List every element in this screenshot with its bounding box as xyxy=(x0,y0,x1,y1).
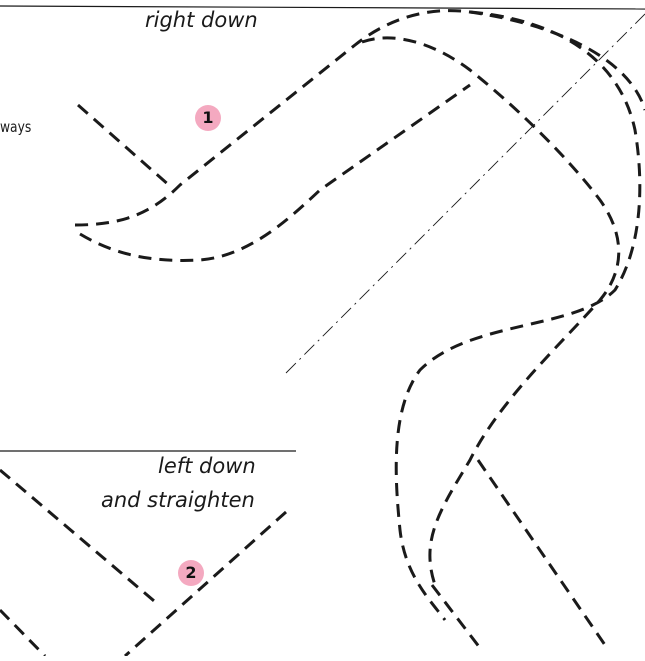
outer-strand-upper xyxy=(74,9,645,227)
left-edge-label: ways xyxy=(0,118,32,136)
lower-strand-b xyxy=(476,459,607,646)
top-rule xyxy=(0,5,645,10)
lower-right-diagonal xyxy=(124,510,287,658)
short-diagonal-stroke xyxy=(77,103,171,188)
top-step-label: right down xyxy=(145,8,258,32)
lower-corner-stroke xyxy=(0,608,47,658)
bottom-step-label-line1: left down xyxy=(158,454,256,478)
inner-arc xyxy=(361,36,621,586)
lower-strand-a xyxy=(430,584,482,649)
lower-left-diagonal xyxy=(0,468,161,608)
fold-guide-line xyxy=(285,13,645,374)
inner-strand-upper xyxy=(79,83,471,262)
bottom-step-label-line2: and straighten xyxy=(101,488,255,512)
step-2-badge: 2 xyxy=(178,560,204,586)
outer-arc xyxy=(394,10,642,621)
step-1-badge: 1 xyxy=(195,105,221,131)
